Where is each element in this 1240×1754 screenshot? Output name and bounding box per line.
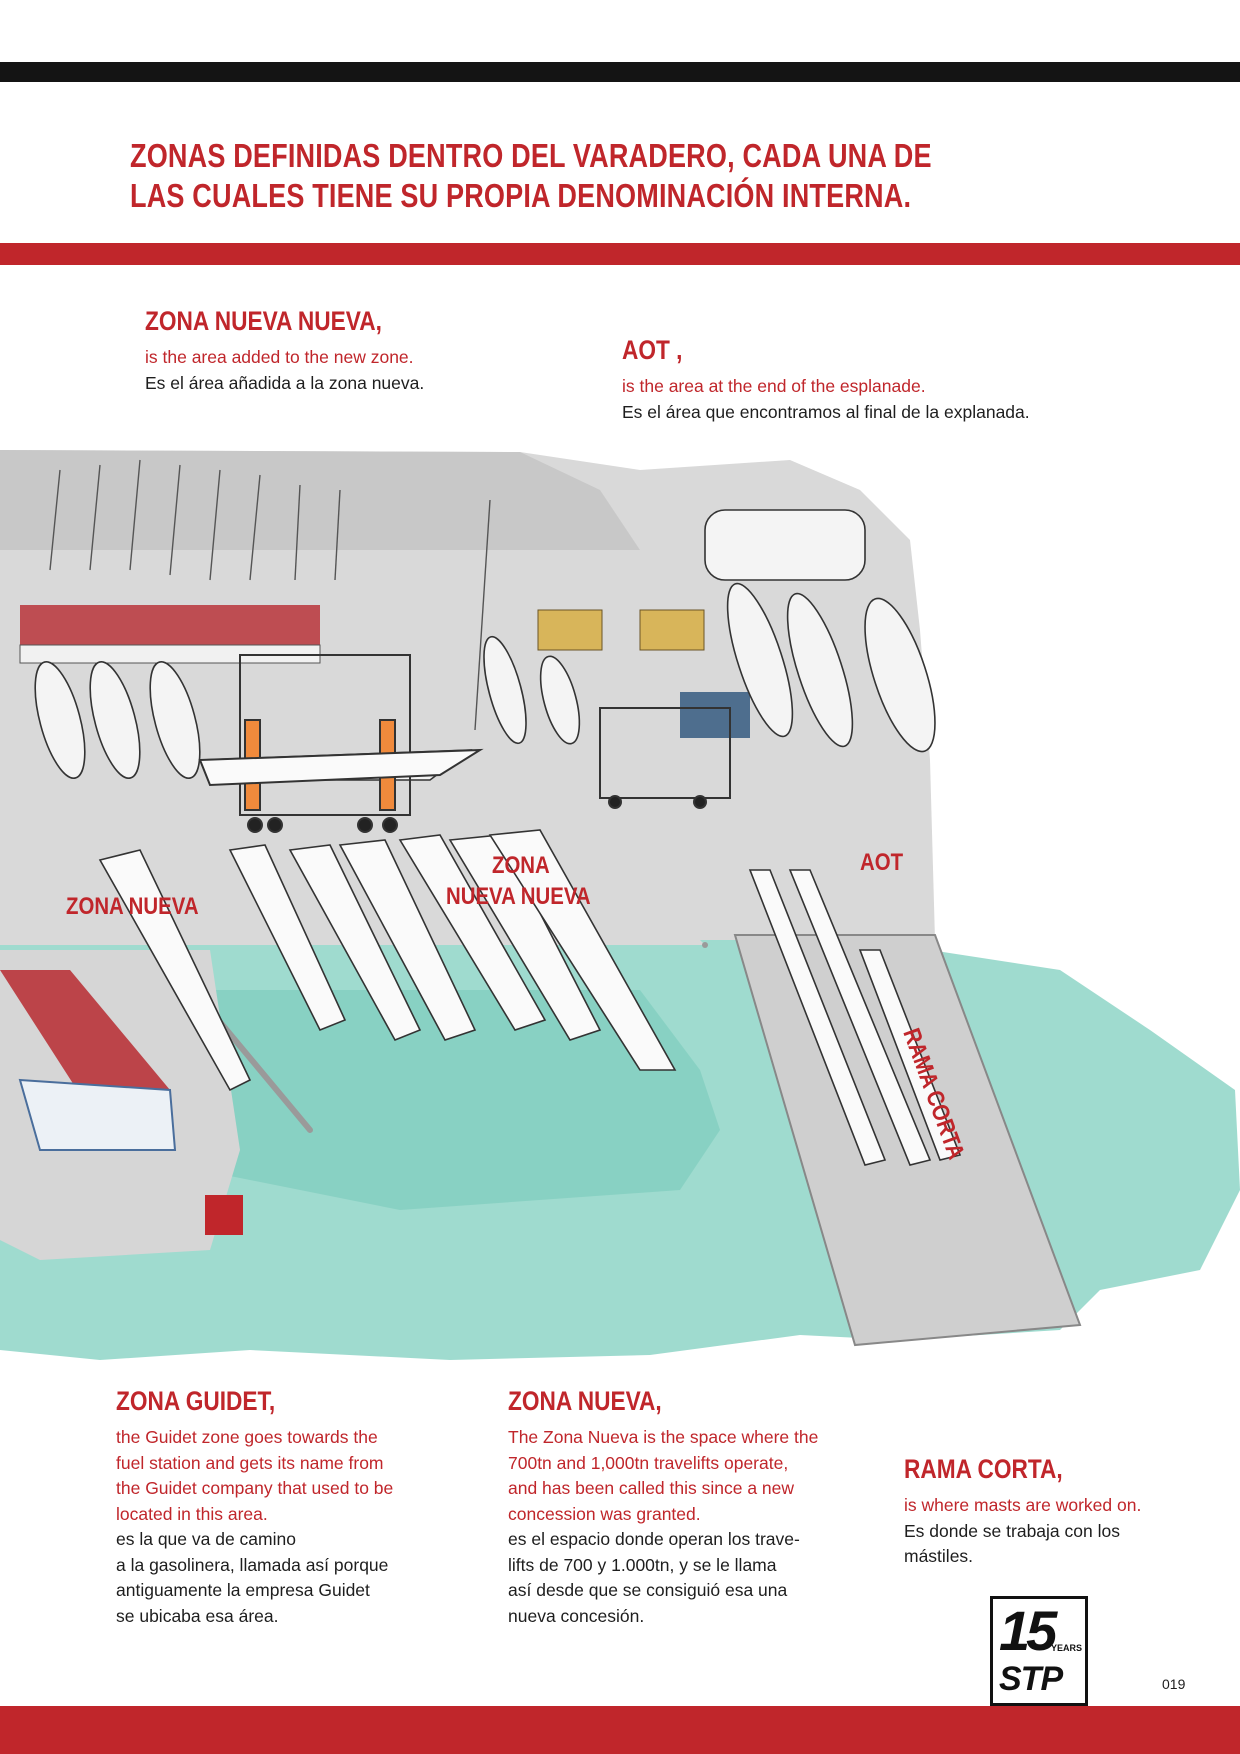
- section-text-spanish: Es el área añadida a la zona nueva.: [145, 372, 425, 393]
- section-text-spanish: es el espacio donde operan los trave- li…: [508, 1529, 800, 1626]
- section-text-english: is where masts are worked on.: [904, 1495, 1142, 1515]
- esplanade-shade: [0, 450, 640, 550]
- section-text-spanish: es la que va de camino a la gasolinera, …: [116, 1529, 389, 1626]
- section-zona-nueva-nueva: ZONA NUEVA NUEVA, is the area added to t…: [145, 305, 575, 396]
- travelift-small: [599, 707, 731, 809]
- bottom-red-bar: [0, 1706, 1240, 1754]
- section-title: RAMA CORTA,: [904, 1454, 1063, 1484]
- section-aot: AOT , is the area at the end of the espl…: [622, 334, 1142, 425]
- sailboat-masts: [49, 459, 491, 731]
- map-label-aot: AOT: [860, 848, 903, 875]
- section-rama-corta: RAMA CORTA, is where masts are worked on…: [904, 1453, 1204, 1570]
- section-title: ZONA NUEVA NUEVA,: [145, 306, 382, 336]
- section-text-english: the Guidet zone goes towards the fuel st…: [116, 1427, 394, 1524]
- section-text-spanish: Es el área que encontramos al final de l…: [622, 401, 1030, 422]
- yellow-hut-1: [537, 609, 603, 651]
- section-zona-guidet: ZONA GUIDET, the Guidet zone goes toward…: [116, 1385, 476, 1629]
- section-zona-nueva: ZONA NUEVA, The Zona Nueva is the space …: [508, 1385, 888, 1629]
- section-title: ZONA NUEVA,: [508, 1386, 662, 1416]
- section-title: ZONA GUIDET,: [116, 1386, 276, 1416]
- yellow-hut-2: [639, 609, 705, 651]
- section-text-english: The Zona Nueva is the space where the 70…: [508, 1427, 819, 1524]
- logo-brand: STP: [999, 1660, 1063, 1698]
- map-label-zona-nueva-nueva-line-2: NUEVA NUEVA: [446, 882, 591, 909]
- section-text-english: is the area at the end of the esplanade.: [622, 376, 926, 396]
- page-heading: ZONAS DEFINIDAS DENTRO DEL VARADERO, CAD…: [130, 136, 932, 216]
- red-roof-shed-left: [0, 970, 177, 1151]
- logo-years: YEARS: [1051, 1643, 1083, 1653]
- shipyard-illustration: ZONA NUEVA ZONA NUEVA NUEVA AOT RAMA COR…: [0, 450, 1240, 1360]
- stp-15-years-logo: 15 YEARS STP: [990, 1596, 1088, 1706]
- red-roof-shed-top: [19, 605, 321, 664]
- blue-containers: [680, 692, 750, 738]
- esplanade-ground: [0, 450, 935, 945]
- map-label-zona-nueva-nueva-line-1: ZONA: [492, 851, 550, 878]
- logo-number: 15: [999, 1599, 1057, 1662]
- section-text-english: is the area added to the new zone.: [145, 347, 414, 367]
- top-black-bar: [0, 62, 1240, 82]
- section-text-spanish: Es donde se trabaja con los mástiles.: [904, 1520, 1120, 1567]
- page-heading-line-2: LAS CUALES TIENE SU PROPIA DENOMINACIÓN …: [130, 177, 912, 214]
- small-red-building: [205, 1195, 243, 1235]
- map-label-zona-nueva: ZONA NUEVA: [66, 892, 199, 919]
- moored-yachts: [98, 829, 962, 1166]
- page-number: 019: [1162, 1676, 1186, 1692]
- red-divider-band: [0, 243, 1240, 265]
- travelift-large: [198, 654, 484, 833]
- page-heading-line-1: ZONAS DEFINIDAS DENTRO DEL VARADERO, CAD…: [130, 137, 932, 174]
- section-title: AOT ,: [622, 335, 683, 365]
